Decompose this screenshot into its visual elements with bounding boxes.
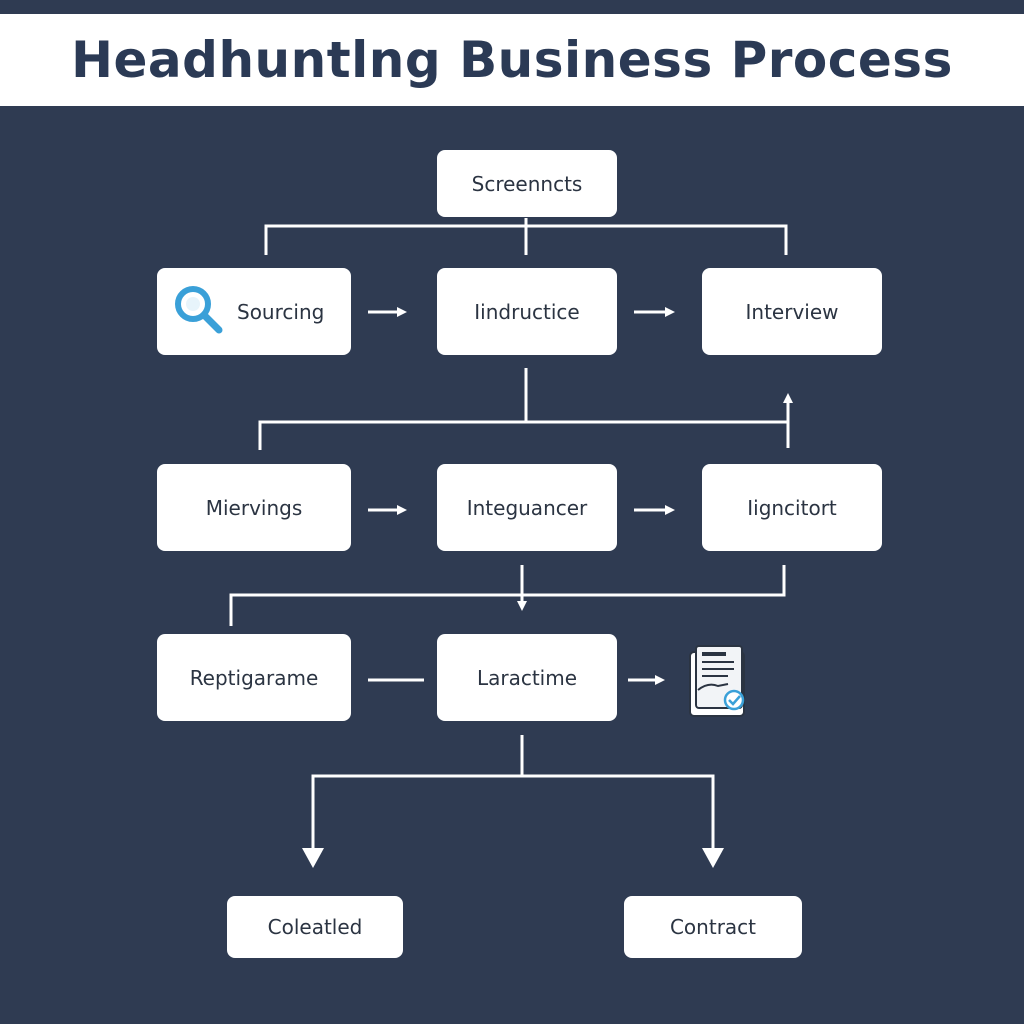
node-contract: Contract (624, 896, 802, 958)
contract-document-icon (688, 644, 750, 724)
node-interview: Interview (702, 268, 882, 355)
node-label: Coleatled (267, 915, 363, 939)
node-coleatled: Coleatled (227, 896, 403, 958)
magnifier-icon (169, 280, 227, 343)
arrowhead-to-coleatled (302, 848, 324, 868)
connector-row3-branch (229, 565, 786, 626)
node-label: Laractime (476, 665, 578, 690)
node-laractime: Laractime (437, 634, 617, 721)
node-iindructice: Iindructice (437, 268, 617, 355)
node-label: Sourcing (237, 299, 325, 324)
node-miervings: Miervings (157, 464, 351, 551)
node-sourcing: Sourcing (157, 268, 351, 355)
node-label: Iigncitort (747, 495, 837, 520)
page-title: Headhuntlng Business Process (71, 31, 953, 89)
node-label: Miervings (205, 495, 303, 520)
node-ligncitort: Iigncitort (702, 464, 882, 551)
node-screenncts: Screenncts (437, 150, 617, 217)
node-label: Contract (669, 915, 757, 939)
node-label: Reptigarame (189, 665, 319, 690)
node-integuancer: Integuancer (437, 464, 617, 551)
node-label: Screenncts (471, 171, 583, 196)
node-reptigarame: Reptigarame (157, 634, 351, 721)
arrowhead-to-contract (702, 848, 724, 868)
node-label: Interview (745, 299, 839, 324)
title-bar: Headhuntlng Business Process (0, 14, 1024, 106)
node-label: Iindructice (474, 299, 580, 324)
node-label: Integuancer (466, 495, 588, 520)
connector-bottom-split (311, 774, 715, 860)
connector-row2-branch (258, 420, 790, 450)
